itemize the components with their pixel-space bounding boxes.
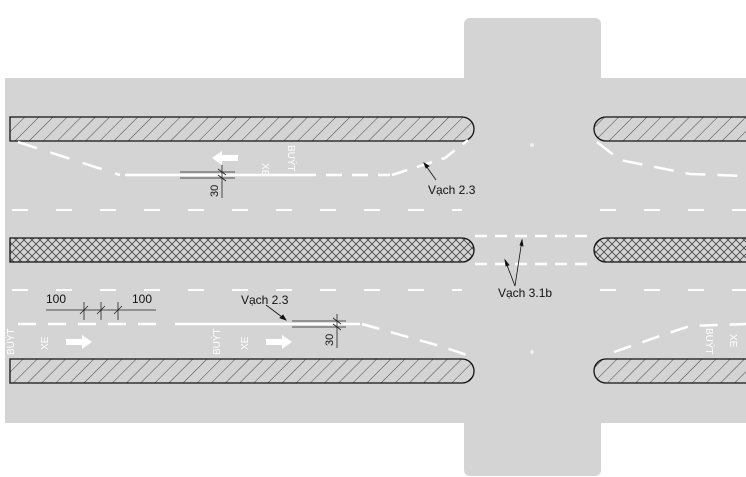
median-center-right bbox=[593, 237, 746, 263]
dimension-30-top bbox=[180, 165, 235, 198]
dim-30-top-label: 30 bbox=[209, 185, 221, 197]
label-vach-3-1b: Vạch 3.1b bbox=[498, 286, 552, 300]
median-top-right bbox=[593, 116, 746, 142]
pavement-buyt-br: BUÝT bbox=[703, 328, 716, 355]
dimension-30-bottom bbox=[292, 314, 346, 348]
median-bottom-right bbox=[593, 358, 746, 384]
bus-lane-marking-top bbox=[17, 139, 746, 178]
leader-vach-3-1b bbox=[504, 238, 524, 287]
median-bottom-left bbox=[9, 358, 475, 384]
dim-100-left-label: 100 bbox=[46, 292, 66, 306]
lane-divider-dashed bbox=[12, 209, 746, 291]
label-vach-2-3-bottom: Vạch 2.3 bbox=[241, 293, 289, 307]
median-top-left bbox=[9, 116, 475, 142]
pavement-xe-bl: XE bbox=[40, 336, 51, 350]
median-center-left bbox=[9, 237, 475, 263]
pavement-buyt-top: BUÝT bbox=[285, 145, 298, 172]
leader-vach-2-3-top bbox=[423, 162, 437, 181]
pavement-buyt-bm: BUÝT bbox=[210, 328, 223, 355]
pavement-text-bottom-right: BUÝT XE bbox=[703, 328, 738, 355]
direction-arrow-right-bottom-1 bbox=[66, 335, 92, 349]
pavement-xe-br: XE bbox=[727, 334, 738, 348]
leader-vach-2-3-bottom bbox=[265, 304, 287, 321]
direction-arrow-left-top bbox=[212, 151, 238, 165]
dimension-100-100 bbox=[46, 302, 156, 320]
pavement-buyt-bl: BUÝT bbox=[4, 328, 17, 355]
pavement-text-bottom-mid: BUÝT XE bbox=[210, 328, 251, 355]
pavement-xe-bm: XE bbox=[240, 336, 251, 350]
direction-arrow-right-bottom-2 bbox=[266, 335, 292, 349]
dim-100-right-label: 100 bbox=[132, 292, 152, 306]
label-vach-2-3-top: Vạch 2.3 bbox=[428, 183, 476, 197]
pavement-text-top: XE BUÝT bbox=[259, 145, 298, 177]
pavement-xe-top: XE bbox=[259, 163, 270, 177]
pavement-text-bottom-left: BUÝT XE bbox=[4, 328, 51, 355]
intersection-dots bbox=[530, 143, 534, 354]
bus-lane-marking-bottom bbox=[18, 322, 746, 358]
dim-30-bottom-label: 30 bbox=[324, 334, 336, 346]
